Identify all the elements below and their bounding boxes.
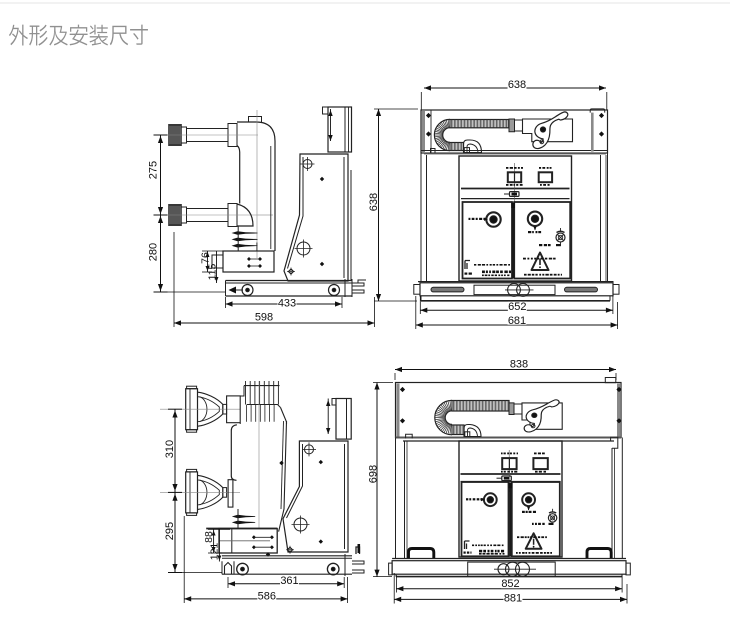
svg-text:881: 881 — [504, 593, 522, 605]
svg-text:361: 361 — [280, 575, 298, 587]
svg-text:852: 852 — [501, 578, 519, 590]
svg-text:310: 310 — [164, 440, 176, 458]
svg-text:433: 433 — [278, 297, 296, 309]
svg-text:838: 838 — [510, 359, 528, 371]
svg-text:88: 88 — [203, 531, 215, 543]
svg-text:295: 295 — [164, 522, 176, 540]
svg-text:275: 275 — [148, 161, 160, 179]
svg-text:598: 598 — [255, 312, 273, 324]
svg-text:652: 652 — [508, 301, 526, 313]
svg-text:638: 638 — [508, 79, 526, 91]
svg-text:698: 698 — [368, 465, 380, 483]
svg-text:121: 121 — [209, 543, 221, 561]
svg-text:76: 76 — [200, 252, 212, 264]
svg-text:638: 638 — [368, 193, 380, 211]
svg-text:115: 115 — [207, 263, 219, 280]
svg-text:280: 280 — [148, 243, 160, 261]
svg-text:586: 586 — [258, 591, 276, 603]
svg-text:681: 681 — [508, 315, 526, 327]
